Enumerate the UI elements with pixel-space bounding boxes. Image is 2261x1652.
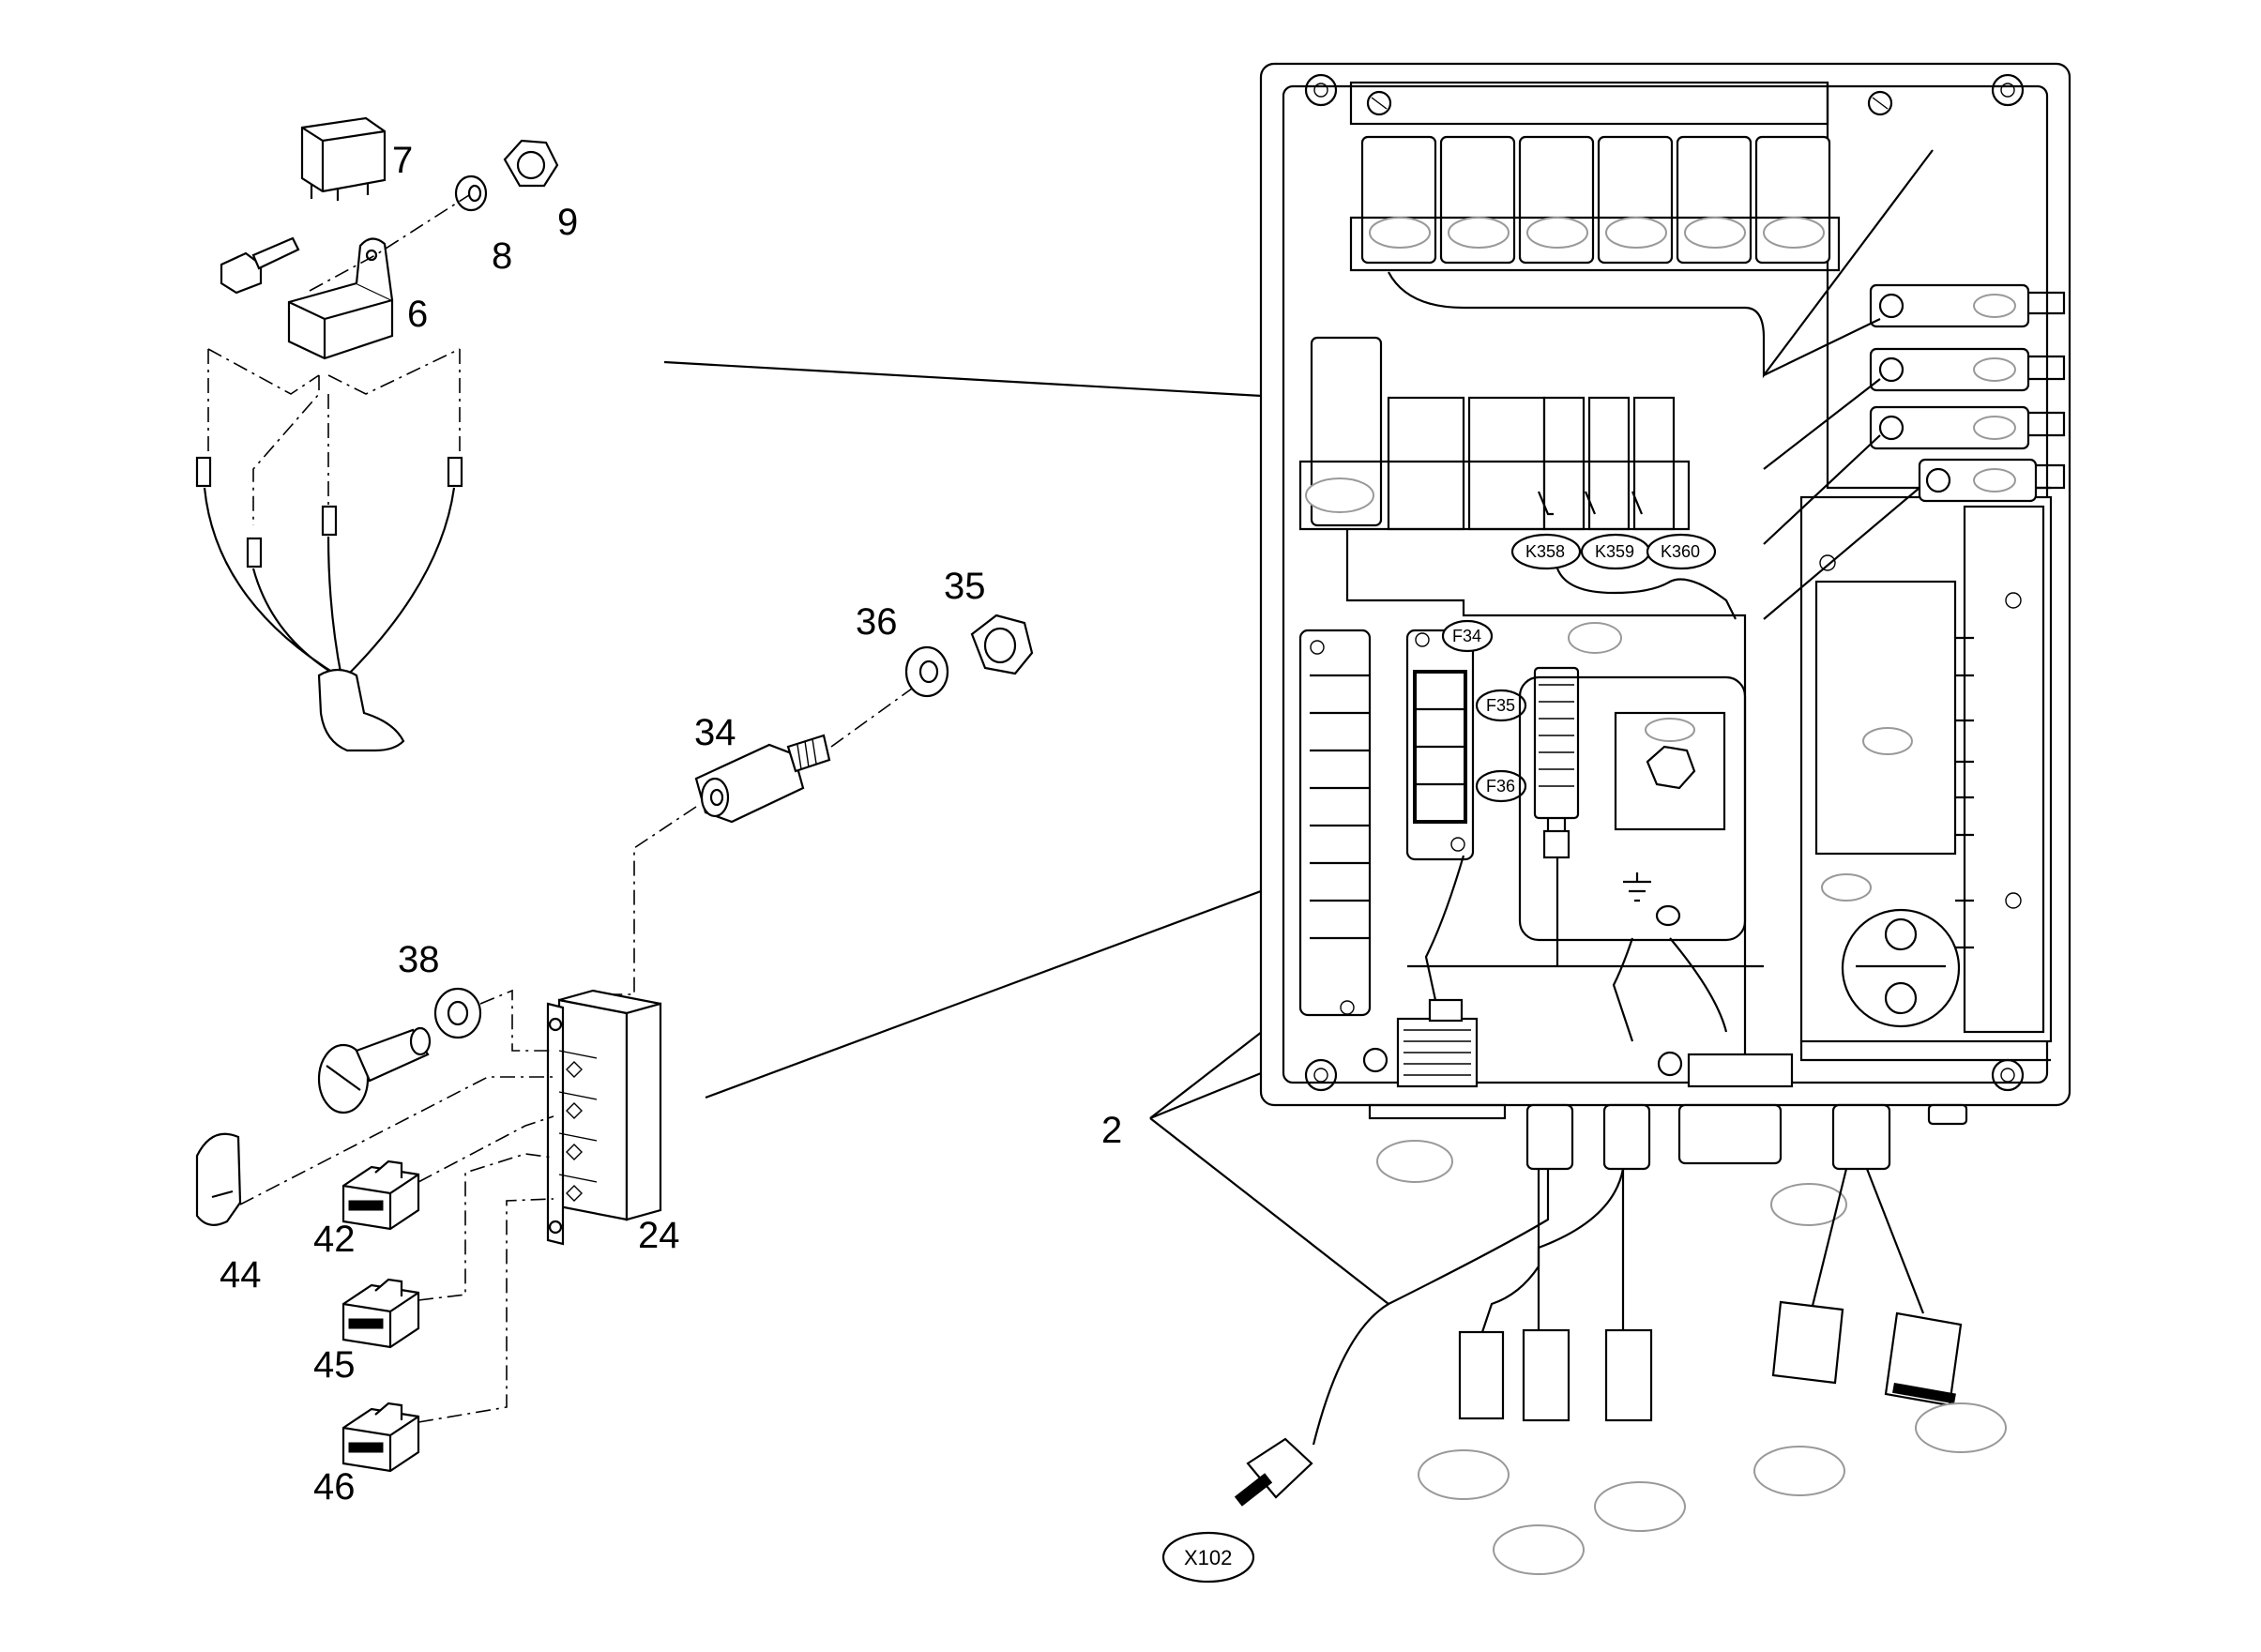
- tag-f36: F36: [1486, 777, 1515, 796]
- callout-6: 6: [407, 294, 428, 335]
- terminal-board: [1799, 495, 2053, 1062]
- leader-38: [479, 989, 554, 1052]
- tag-k359: K359: [1595, 542, 1634, 561]
- fuse-42: [341, 1159, 420, 1231]
- leader-2-c: [1149, 1117, 1389, 1305]
- nut-9: [503, 139, 559, 188]
- relay-7: [300, 116, 387, 201]
- callout-36: 36: [856, 601, 898, 643]
- f35-tag-frame: [1475, 689, 1527, 722]
- callout-34: 34: [694, 712, 736, 753]
- bracket-6: [287, 237, 394, 360]
- leader-6-8: [309, 194, 470, 292]
- callout-7: 7: [392, 140, 413, 181]
- fuse-holder-installed: [1405, 629, 1475, 861]
- fuse-block: [1298, 629, 1372, 1017]
- f36-tag-frame: [1475, 769, 1527, 803]
- resistor: [1533, 666, 1580, 966]
- callout-2: 2: [1101, 1110, 1122, 1151]
- relay-harness: [195, 348, 463, 752]
- f34-tag-frame: [1441, 619, 1494, 653]
- tag-x102: X102: [1184, 1546, 1232, 1569]
- screw-38: [317, 1026, 432, 1114]
- callout-38: 38: [398, 939, 440, 980]
- standoff-34: [694, 734, 831, 824]
- leader-34-36: [830, 688, 913, 748]
- bolt: [220, 236, 300, 295]
- leader-44: [239, 1076, 554, 1205]
- nut-35: [970, 614, 1034, 675]
- control-enclosure: [1259, 62, 2071, 1107]
- fuse-45: [341, 1278, 420, 1349]
- callout-9: 9: [557, 202, 578, 243]
- callout-35: 35: [944, 566, 986, 607]
- callout-42: 42: [313, 1219, 356, 1260]
- washer-8: [454, 174, 488, 212]
- transformer: [1518, 675, 1747, 942]
- tag-k360: K360: [1661, 542, 1700, 561]
- middle-relay-row: [1298, 336, 1691, 531]
- washer-36: [904, 645, 949, 698]
- fuse-46: [341, 1402, 420, 1473]
- washer-38: [433, 987, 482, 1039]
- top-relay-row: [1349, 135, 1841, 272]
- clip-44: [195, 1132, 242, 1226]
- tag-k358: K358: [1525, 542, 1565, 561]
- leader-42: [417, 1115, 554, 1183]
- callout-45: 45: [313, 1344, 356, 1386]
- callout-24: 24: [638, 1215, 680, 1256]
- internal-connector: [1396, 998, 1479, 1088]
- cable-glands: [1368, 1103, 1968, 1226]
- k360-tag-frame: [1646, 533, 1717, 570]
- external-cables: [1234, 1168, 1963, 1507]
- tag-f35: F35: [1486, 696, 1515, 715]
- fuse-holder-24: [546, 989, 662, 1246]
- k358-tag-frame: [1510, 533, 1582, 570]
- callout-44: 44: [220, 1254, 262, 1296]
- tag-f34: F34: [1452, 627, 1481, 645]
- leader-46: [417, 1198, 554, 1423]
- x102-tag-frame: [1161, 1531, 1255, 1584]
- leader-45: [417, 1153, 554, 1301]
- callout-8: 8: [492, 235, 512, 277]
- side-switches: [1763, 283, 2066, 620]
- leader-34-24: [606, 806, 697, 995]
- callout-46: 46: [313, 1466, 356, 1508]
